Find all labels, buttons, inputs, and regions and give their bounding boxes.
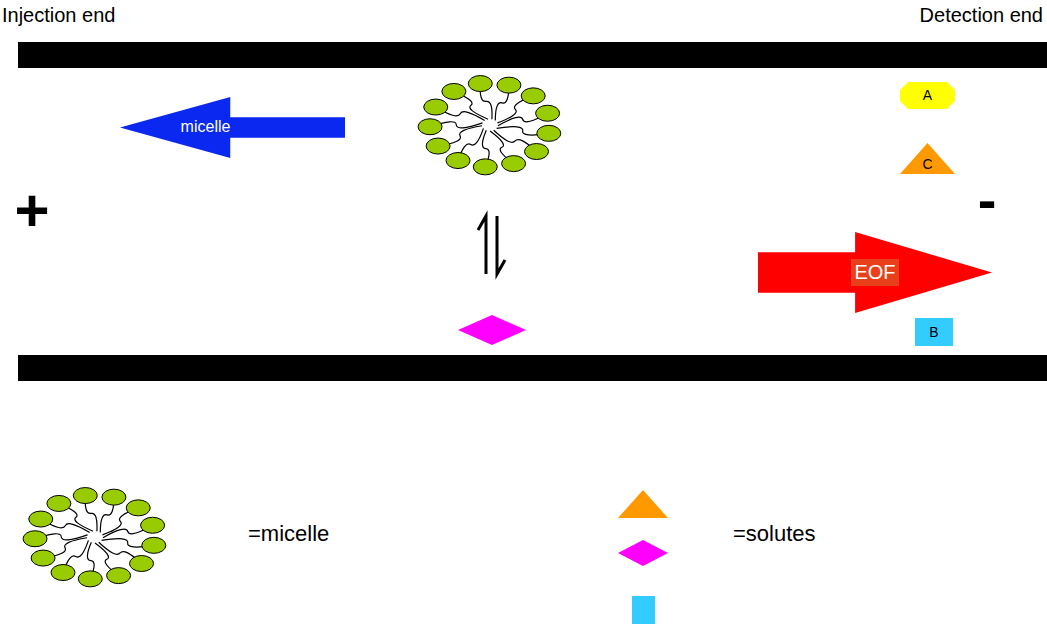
node-label: EOF (851, 259, 898, 286)
node-label: B (929, 324, 938, 340)
micelle-drawing (23, 488, 166, 587)
surfactant-head (426, 138, 450, 154)
legend-text: =solutes (733, 521, 816, 546)
surfactant-head (73, 488, 97, 504)
electrode-sign: - (978, 168, 997, 232)
surfactant-head (51, 565, 75, 581)
surfactant-head (107, 568, 131, 584)
flow-arrow: EOF (758, 232, 992, 313)
surfactant-head (468, 76, 492, 92)
surfactant-head (446, 153, 470, 169)
end-label: Detection end (920, 4, 1043, 27)
electrode-sign: + (14, 176, 49, 245)
micelle-drawing (418, 76, 561, 175)
solute-diamond (458, 315, 526, 345)
node-shape (120, 97, 345, 158)
surfactant-head (473, 159, 497, 175)
equilibrium-arrows (478, 216, 505, 274)
solute-triangle: C (900, 143, 955, 174)
solute-square: B (915, 318, 953, 346)
surfactant-head (537, 125, 561, 141)
surfactant-head (418, 119, 442, 135)
capillary-wall (18, 42, 1047, 68)
surfactant-head (536, 105, 560, 121)
surfactant-head (31, 550, 55, 566)
surfactant-head (142, 537, 166, 553)
capillary-wall (18, 355, 1047, 381)
surfactant-head (130, 556, 154, 572)
node-outline (120, 97, 345, 158)
surfactant-head (102, 489, 126, 505)
surfactant-head (23, 531, 47, 547)
surfactant-head (141, 517, 165, 533)
surfactant-head (521, 88, 545, 104)
node-label: C (922, 156, 932, 172)
equilibrium-arrow (478, 216, 486, 274)
surfactant-head (525, 144, 549, 160)
solute-square (632, 596, 655, 624)
surfactant-head (424, 99, 448, 115)
end-label: Injection end (2, 4, 115, 27)
node-outline (900, 143, 955, 174)
solute-triangle (618, 490, 668, 518)
surfactant-head (126, 500, 150, 516)
node-label: A (923, 87, 932, 103)
solute-diamond (618, 540, 668, 566)
migration-arrow: micelle (120, 97, 345, 158)
node-outline (900, 82, 955, 109)
surfactant-head (442, 83, 466, 99)
legend-text: =micelle (248, 521, 329, 546)
node-label: micelle (181, 118, 231, 136)
surfactant-head (502, 156, 526, 172)
node-outline (758, 232, 992, 313)
surfactant-head (497, 77, 521, 93)
surfactant-head (29, 511, 53, 527)
node-outline (915, 318, 953, 346)
surfactant-head (78, 571, 102, 587)
solute-octagon: A (900, 82, 955, 109)
equilibrium-arrow (497, 216, 505, 274)
surfactant-head (47, 495, 71, 511)
